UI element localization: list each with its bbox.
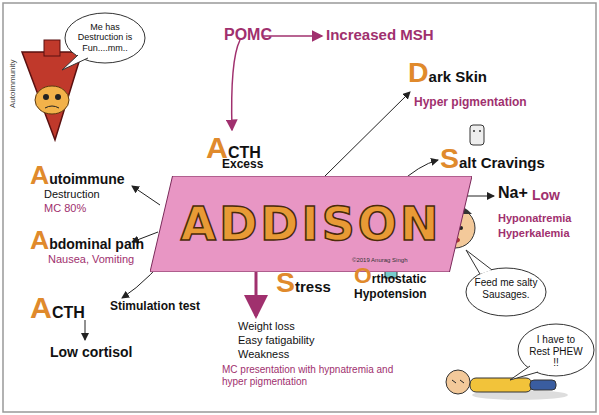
feature-note: MC presentation with hypnatremia and hyp… xyxy=(222,364,402,387)
feature-heading: Dark Skin xyxy=(408,56,487,89)
feature-heading: Autoimmune xyxy=(30,160,125,191)
pathway-label: POMC xyxy=(224,26,272,44)
feature-note: Weakness xyxy=(238,348,289,361)
pathway-label: Increased MSH xyxy=(326,26,434,43)
feature-heading: Abdominal pain xyxy=(30,225,144,256)
feature-note: Stimulation test xyxy=(110,300,200,314)
feature-heading: Na+ xyxy=(498,184,528,202)
speech-bubble-text: Me has Destruction is Fun....mm.. xyxy=(72,22,138,53)
copyright: ©2019 Anurag Singh xyxy=(352,257,407,264)
feature-heading: Stress xyxy=(276,266,331,299)
feature-note: Weight loss xyxy=(238,320,295,333)
feature-note: Destruction xyxy=(44,188,100,201)
feature-note: Easy fatigability xyxy=(238,334,314,347)
band-title: ADDISON xyxy=(181,197,442,251)
feature-heading: ACTH xyxy=(30,290,85,325)
feature-heading: Orthostatic Hypotension xyxy=(354,262,454,302)
feature-heading: Low cortisol xyxy=(50,344,132,360)
feature-heading: Salt Cravings xyxy=(440,142,545,175)
speech-bubble-text: Feed me salty Sausages. xyxy=(474,277,538,300)
speech-bubble-text: I have to Rest PHEW !! xyxy=(526,334,586,369)
side-note: Autoimmunity xyxy=(8,60,17,108)
feature-note: MC 80% xyxy=(44,202,86,215)
feature-note: Hyper pigmentation xyxy=(414,96,527,110)
feature-note: Low xyxy=(532,187,560,203)
feature-note: Hyponatremia xyxy=(498,212,571,225)
feature-note: Hyperkalemia xyxy=(498,227,570,240)
title-band: ADDISON xyxy=(150,176,472,272)
feature-note: Nausea, Vomiting xyxy=(48,253,134,266)
feature-note: Excess xyxy=(222,158,263,172)
